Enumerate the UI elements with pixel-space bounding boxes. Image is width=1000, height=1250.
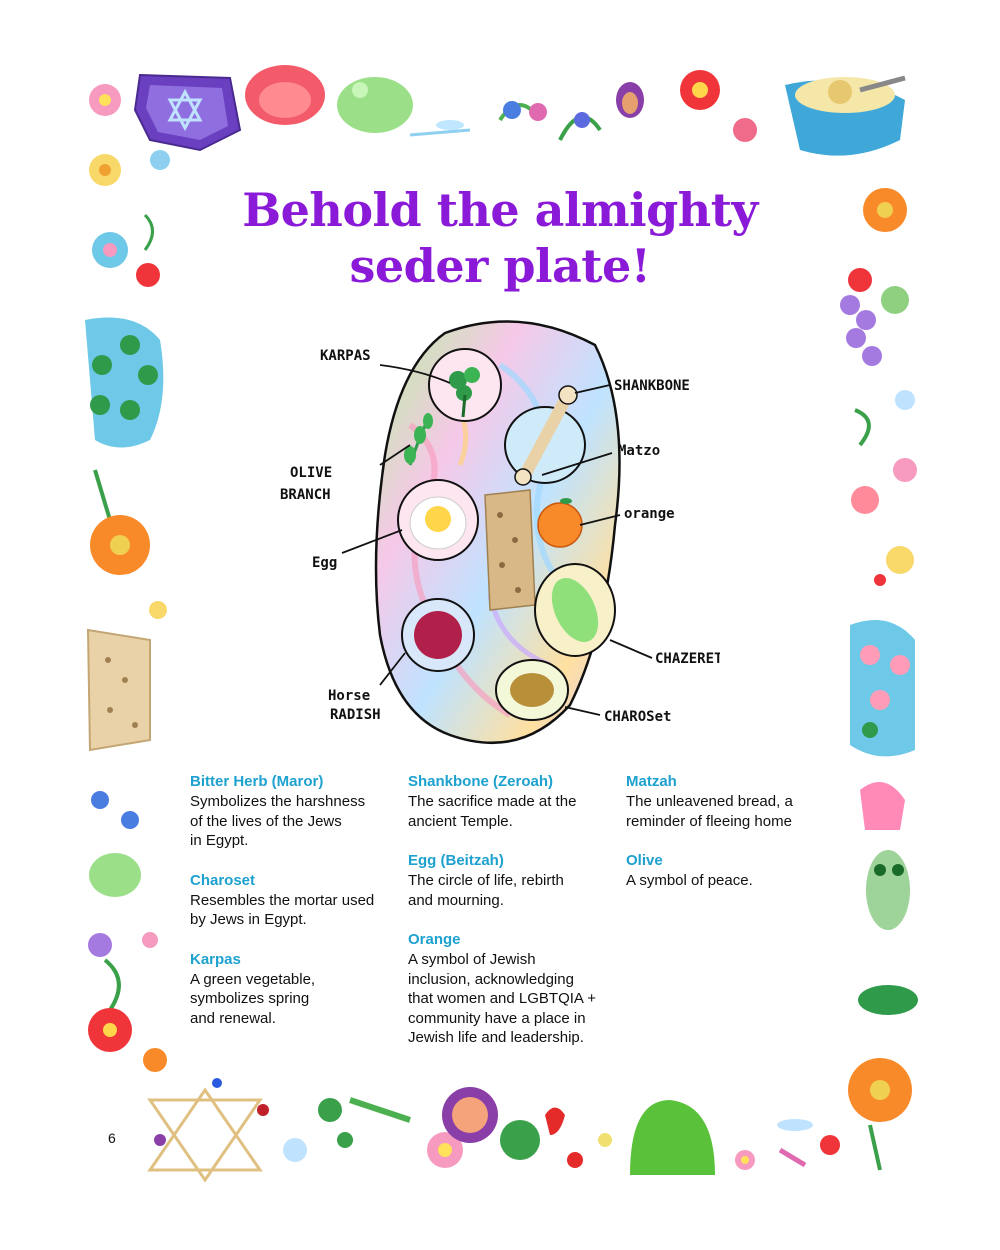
label-olive-branch: BRANCH	[280, 487, 331, 503]
item-heading: Karpas	[190, 950, 241, 968]
item-shankbone: Shankbone (Zeroah) The sacrifice made at…	[408, 772, 618, 831]
item-heading: Matzah	[626, 773, 677, 790]
label-charoset: CHAROSet	[604, 709, 671, 725]
label-radish: RADISH	[330, 707, 381, 723]
item-heading: Olive	[626, 852, 663, 869]
orange-fruit	[537, 502, 583, 548]
item-heading: Shankbone (Zeroah)	[408, 773, 554, 790]
left-border-decorations	[85, 154, 167, 1072]
label-egg: Egg	[312, 555, 337, 571]
item-karpas: Karpas A green vegetable, symbolizes spr…	[190, 950, 400, 1029]
item-egg: Egg (Beitzah) The circle of life, rebirt…	[408, 851, 618, 910]
title-line-1: Behold the almighty	[242, 183, 758, 237]
seder-plate-illustration: KARPAS SHANKBONE OLIVE BRANCH Matzo oran…	[280, 320, 720, 745]
item-body: A green vegetable, symbolizes spring and…	[190, 970, 316, 1027]
item-body: The circle of life, rebirth and mourning…	[408, 872, 564, 909]
item-body: The unleavened bread, a reminder of flee…	[626, 793, 793, 830]
label-chazeret: CHAZERET	[655, 651, 720, 667]
label-leader-lines	[341, 364, 653, 716]
label-shankbone: SHANKBONE	[614, 378, 690, 394]
column-2: Shankbone (Zeroah) The sacrifice made at…	[408, 772, 618, 1068]
item-charoset: Charoset Resembles the mortar used by Je…	[190, 871, 400, 930]
item-heading: Orange	[408, 931, 461, 948]
item-heading: Bitter Herb (Maror)	[190, 773, 324, 790]
item-olive: Olive A symbol of peace.	[626, 851, 836, 891]
item-body: A symbol of peace.	[626, 872, 753, 889]
label-matzo: Matzo	[618, 443, 660, 459]
item-heading: Charoset	[190, 871, 256, 889]
label-horse: Horse	[328, 688, 370, 704]
page-number: 6	[108, 1130, 116, 1146]
top-border-decorations	[89, 65, 906, 170]
item-body: The sacrifice made at the ancient Temple…	[408, 793, 577, 830]
item-orange: Orange A symbol of Jewish inclusion, ack…	[408, 930, 618, 1048]
label-karpas: KARPAS	[320, 348, 371, 364]
right-border-decorations	[840, 188, 918, 1171]
column-3: Matzah The unleavened bread, a reminder …	[626, 772, 836, 911]
matzo-piece	[484, 489, 536, 611]
item-body: Symbolizes the harshness of the lives of…	[190, 793, 366, 849]
item-body: A symbol of Jewish inclusion, acknowledg…	[408, 951, 597, 1046]
bottom-border-decorations	[147, 1078, 840, 1183]
item-heading: Egg (Beitzah)	[408, 852, 504, 869]
item-matzah: Matzah The unleavened bread, a reminder …	[626, 772, 836, 831]
title-line-2: seder plate!	[349, 239, 652, 293]
item-body: Resembles the mortar used by Jews in Egy…	[190, 891, 375, 929]
item-bitter-herb: Bitter Herb (Maror) Symbolizes the harsh…	[190, 772, 400, 851]
page-title: Behold the almighty seder plate!	[180, 182, 820, 294]
label-orange: orange	[624, 506, 675, 522]
label-olive: OLIVE	[290, 465, 332, 481]
column-1: Bitter Herb (Maror) Symbolizes the harsh…	[190, 772, 400, 1048]
